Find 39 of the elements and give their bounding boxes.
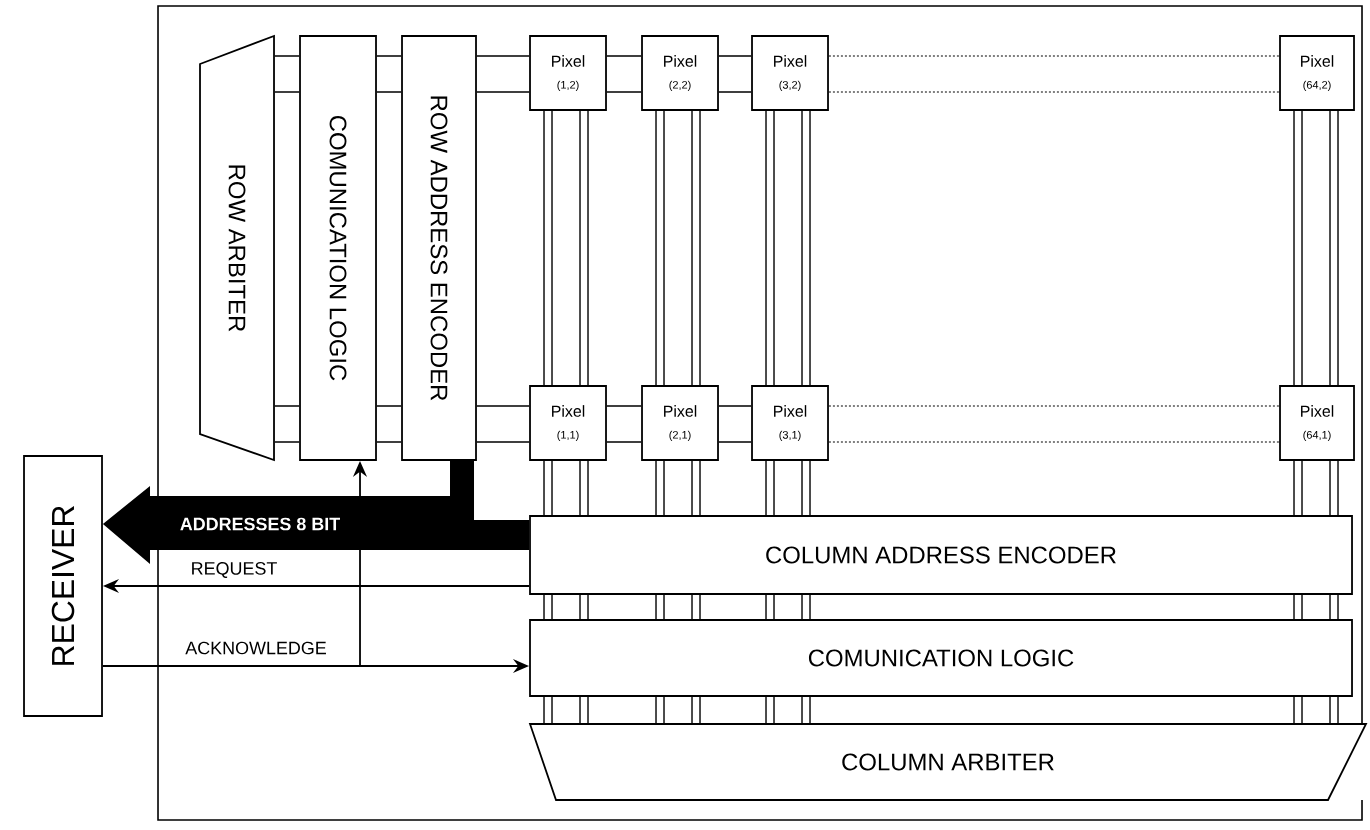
bus-line [543,696,589,724]
bus-line [376,55,402,93]
bus-line [376,405,402,443]
bus-line [274,55,300,93]
bus-line [543,110,589,386]
bus-line [1293,594,1339,620]
bus-line [606,405,642,443]
bus-line [606,55,642,93]
bus-line [655,110,701,386]
bus-line [476,55,530,93]
bus-line [543,594,589,620]
receiver-box: RECEIVER [23,455,103,717]
bus-line [765,594,811,620]
bus-line [476,405,530,443]
bus-line [655,696,701,724]
bus-line [765,696,811,724]
edge-label: ACKNOWLEDGE [183,639,329,657]
bus-line [1293,460,1339,516]
bus-arrow [102,460,530,564]
edge-label: ADDRESSES 8 BIT [180,517,340,531]
bus-line [718,55,752,93]
edge-label: REQUEST [188,560,280,580]
bus-line [655,460,701,516]
bus-line [274,405,300,443]
bus-line [718,405,752,443]
bus-line [655,594,701,620]
node-label: COLUMN ARBITER [842,753,1054,771]
encoder-block: COLUMN ADDRESS ENCODER [529,515,1353,595]
logic-block: COMUNICATION LOGIC [529,619,1353,697]
bus-line [828,55,1280,93]
encoder-block: ROW ADDRESS ENCODER [401,35,477,461]
bus-line [1293,696,1339,724]
bus-line [543,460,589,516]
logic-block: COMUNICATION LOGIC [299,35,377,461]
bus-line [828,405,1280,443]
arbiter-block: ROW ARBITER [199,34,275,462]
bus-line [765,460,811,516]
bus-line [765,110,811,386]
bus-line [1293,110,1339,386]
